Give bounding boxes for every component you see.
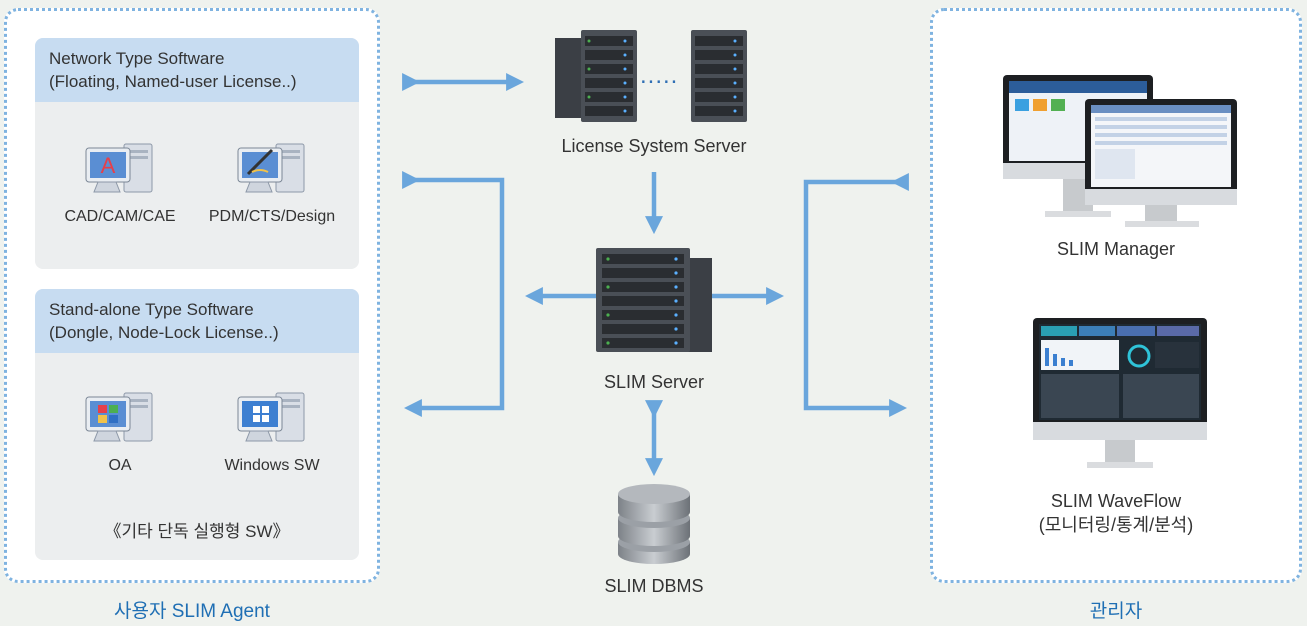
- cad-label: CAD/CAM/CAE: [64, 208, 176, 225]
- svg-text:A: A: [101, 153, 116, 178]
- admin-caption: 관리자: [1089, 601, 1143, 622]
- waveflow-title: SLIM WaveFlow: [1050, 491, 1182, 511]
- standalone-group-title: Stand-alone Type Software: [49, 300, 254, 319]
- standalone-note: 《기타 단독 실행형 SW》: [104, 522, 290, 541]
- bracket-right: [803, 173, 909, 417]
- windows-item: Windows SW: [197, 387, 347, 475]
- computer-cad-icon: A: [85, 143, 153, 193]
- standalone-software-group: Stand-alone Type Software (Dongle, Node-…: [35, 289, 359, 560]
- agent-caption: 사용자 SLIM Agent: [114, 601, 270, 622]
- standalone-group-header: Stand-alone Type Software (Dongle, Node-…: [35, 289, 359, 353]
- computer-windows-icon: [237, 392, 305, 442]
- slim-manager-label: SLIM Manager: [1056, 239, 1176, 259]
- slim-dbms-label: SLIM DBMS: [604, 576, 704, 596]
- network-group-header: Network Type Software (Floating, Named-u…: [35, 38, 359, 102]
- manager-monitors-icon: [1003, 75, 1237, 227]
- cad-item: A CAD/CAM/CAE: [45, 138, 195, 226]
- slim-server-label: SLIM Server: [603, 372, 705, 392]
- computer-design-icon: [237, 143, 305, 193]
- network-software-group: Network Type Software (Floating, Named-u…: [35, 38, 359, 269]
- admin-panel: SLIM Manager SLIM WaveFlow (모니터링/통계/분석): [930, 8, 1302, 583]
- network-group-title: Network Type Software: [49, 49, 225, 68]
- waveflow-subtitle: (모니터링/통계/분석): [1038, 515, 1194, 535]
- windows-label: Windows SW: [224, 457, 320, 474]
- oa-label: OA: [108, 457, 132, 474]
- network-group-subtitle: (Floating, Named-user License..): [49, 72, 297, 91]
- computer-oa-icon: [85, 392, 153, 442]
- oa-item: OA: [45, 387, 195, 475]
- bracket-left: [402, 171, 505, 417]
- pdm-item: PDM/CTS/Design: [197, 138, 347, 226]
- pdm-label: PDM/CTS/Design: [208, 208, 336, 225]
- agent-panel: Network Type Software (Floating, Named-u…: [4, 8, 380, 583]
- server-ellipsis: .....: [640, 62, 679, 89]
- license-server-label: License System Server: [561, 136, 747, 156]
- slim-server-icon: [596, 248, 712, 352]
- standalone-group-subtitle: (Dongle, Node-Lock License..): [49, 323, 279, 342]
- waveflow-monitor-icon: [1033, 318, 1207, 468]
- database-icon: [618, 484, 690, 564]
- license-server-icon: [555, 30, 747, 122]
- waveflow-label: SLIM WaveFlow (모니터링/통계/분석): [933, 489, 1299, 537]
